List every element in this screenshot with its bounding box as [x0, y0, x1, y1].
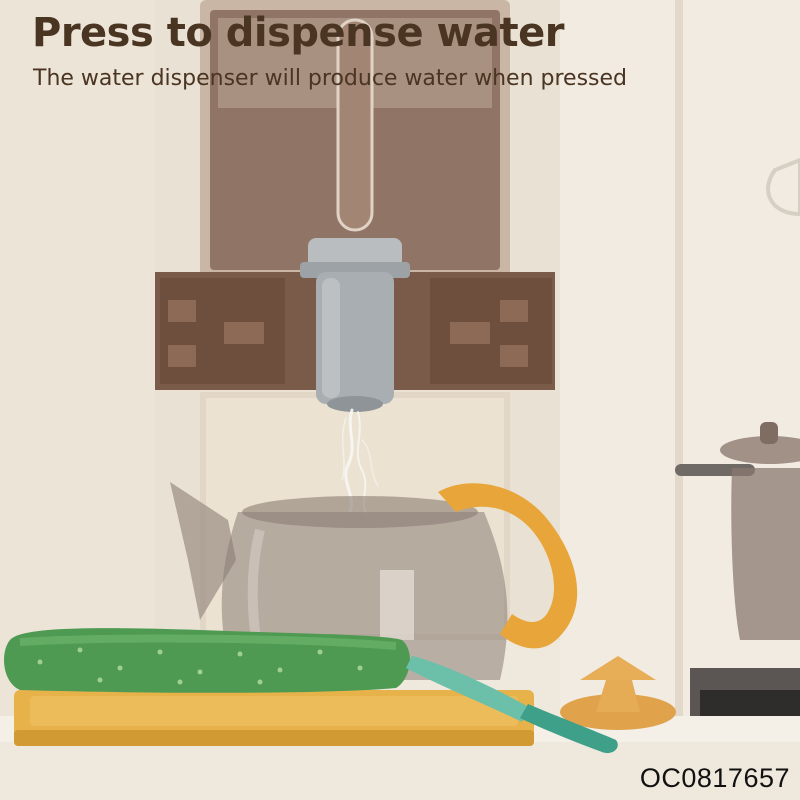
knife-blade	[406, 656, 530, 722]
pot-lid	[720, 436, 800, 464]
cucumber-bumps	[37, 647, 363, 685]
knob-cap	[580, 656, 656, 680]
lid-knob	[560, 656, 676, 730]
tap-spout	[327, 396, 383, 412]
caption-title: Press to dispense water	[32, 10, 564, 56]
knob-stem	[596, 680, 640, 712]
control-block-right	[430, 278, 552, 384]
cucumber-highlight	[19, 634, 397, 650]
pot-lid-knob	[760, 422, 778, 444]
right-panel-edge	[675, 0, 683, 800]
toy-knife	[406, 656, 618, 754]
cucumber	[4, 628, 410, 693]
caption-subtitle: The water dispenser will produce water w…	[33, 66, 628, 91]
knife-handle	[520, 704, 618, 754]
cooking-pot	[675, 157, 800, 728]
right-block-notches	[450, 300, 528, 367]
countertop-front	[0, 742, 800, 800]
kettle-spout	[170, 482, 236, 620]
tap-highlight	[322, 278, 340, 398]
kettle-handle	[438, 483, 578, 649]
pot-body	[731, 468, 800, 640]
control-block-left	[160, 278, 285, 384]
board-edge	[14, 730, 534, 746]
water-level-tube	[336, 18, 374, 232]
left-block-notches	[168, 300, 264, 367]
kettle-reflection	[380, 570, 414, 640]
dispenser-tap	[300, 238, 410, 412]
cutting-board	[14, 690, 534, 746]
board-groove	[30, 696, 518, 726]
product-code: OC0817657	[639, 763, 790, 793]
